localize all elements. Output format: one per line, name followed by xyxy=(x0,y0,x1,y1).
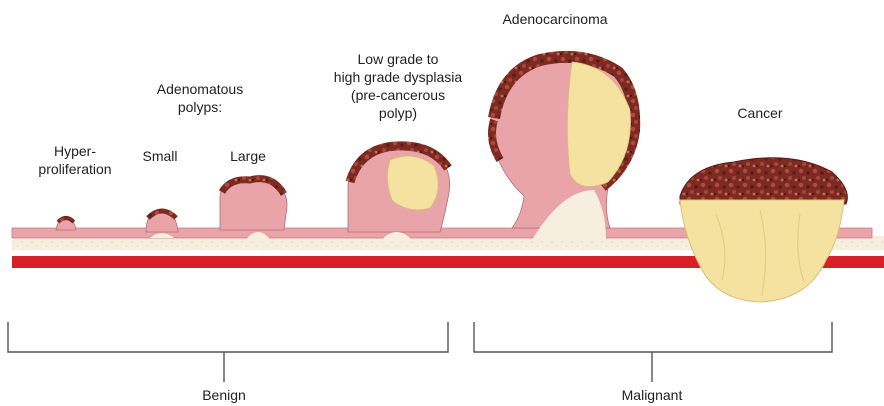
label-small: Small xyxy=(130,147,190,165)
malignant-bracket xyxy=(474,322,832,382)
dysplasia-polyp xyxy=(348,146,450,242)
group-label-malignant: Malignant xyxy=(600,386,704,404)
label-adenomatous-polyps: Adenomatous polyps: xyxy=(140,80,260,116)
label-large: Large xyxy=(218,147,278,165)
label-cancer: Cancer xyxy=(720,104,800,122)
benign-bracket xyxy=(8,322,448,382)
group-label-benign: Benign xyxy=(184,386,264,404)
label-hyperproliferation: Hyper- proliferation xyxy=(20,142,130,178)
hyperproliferation-bump xyxy=(56,218,76,230)
label-dysplasia: Low grade to high grade dysplasia (pre-c… xyxy=(318,50,478,122)
adenocarcinoma-polyp xyxy=(490,55,636,240)
label-adenocarcinoma: Adenocarcinoma xyxy=(480,10,630,28)
cancer-mass xyxy=(680,158,847,302)
